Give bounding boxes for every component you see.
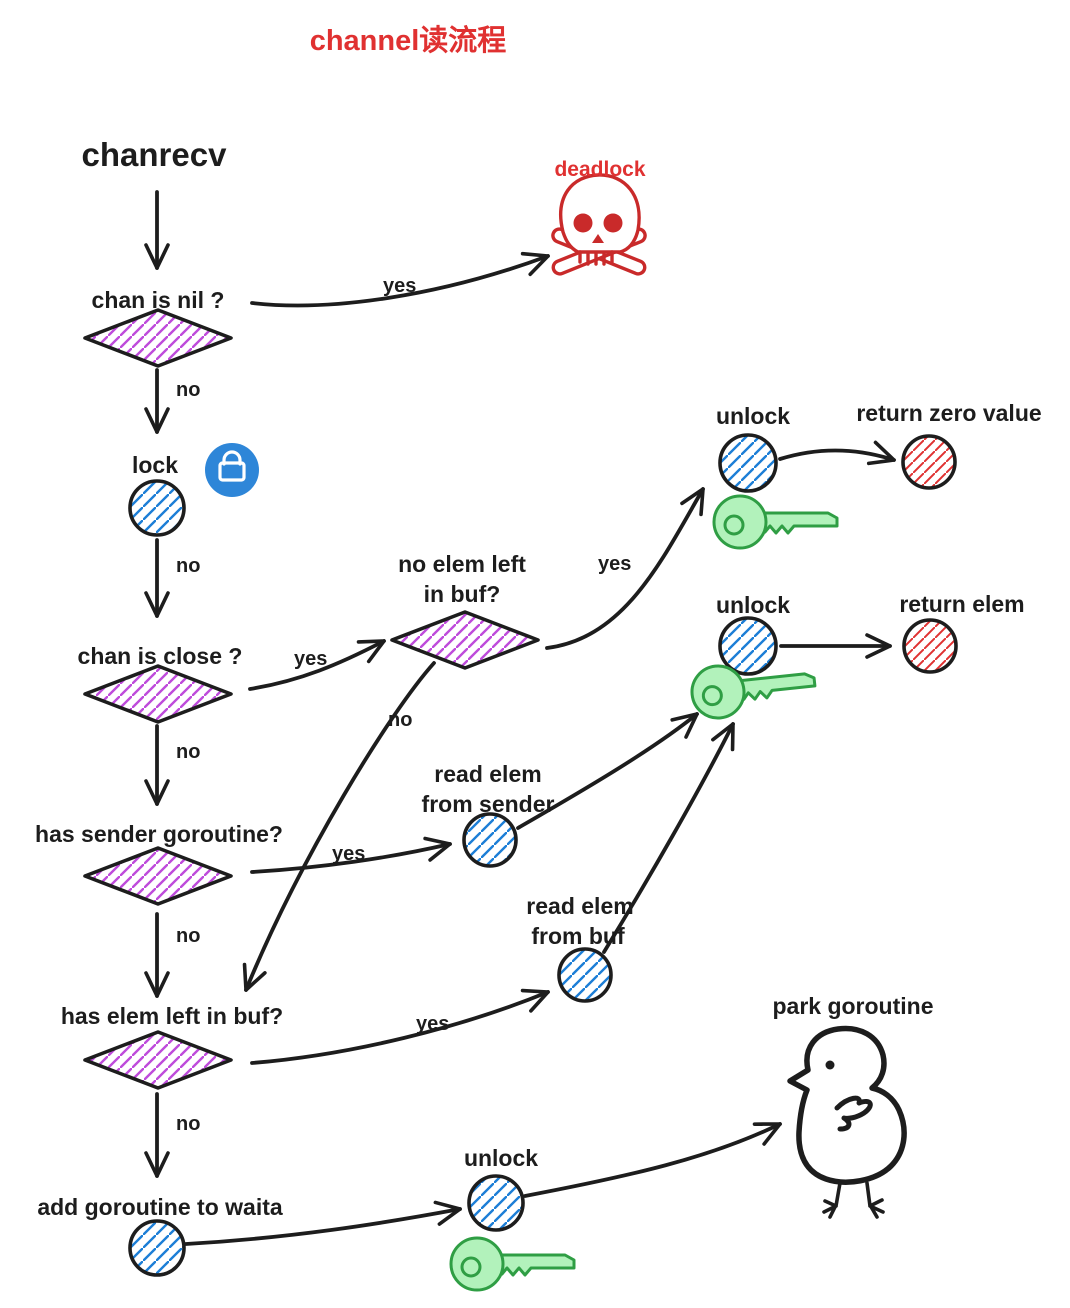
edge-read-sender-to-unlock-mid [516, 712, 699, 830]
edge-label-nil-no: no [176, 379, 200, 401]
label-add-goroutine-to-waitq: add goroutine to waita [37, 1194, 283, 1220]
label-deadlock: deadlock [554, 158, 645, 181]
edge-read-buf-to-unlock-mid [602, 722, 735, 954]
node-lock-circle [128, 479, 186, 537]
edge-noelem-no-to-haselem [242, 661, 436, 992]
label-has-elem-left-in-buf: has elem left in buf? [61, 1003, 283, 1029]
edge-label-sender-no: no [176, 925, 200, 947]
edge-unlock-bottom-to-park [523, 1122, 782, 1198]
label-has-sender-goroutine: has sender goroutine? [35, 821, 283, 847]
edge-label-haselem-yes: yes [416, 1013, 449, 1035]
edge-unlock-top-to-return-zero [778, 440, 896, 466]
label-unlock-bottom: unlock [464, 1145, 538, 1171]
edge-label-lock-no: no [176, 555, 200, 577]
label-lock: lock [132, 452, 178, 478]
edge-hassender-yes-to-read-sender [250, 836, 452, 874]
edge-label-close-no: no [176, 741, 200, 763]
edge-label-sender-yes: yes [332, 843, 365, 865]
padlock-icon [205, 443, 259, 497]
node-read-buf-circle [557, 947, 613, 1003]
edge-label-noelem-yes: yes [598, 553, 631, 575]
edge-noelem-yes-to-unlock-top [545, 487, 705, 650]
label-unlock-mid: unlock [716, 592, 790, 618]
label-park-goroutine: park goroutine [772, 993, 933, 1019]
edge-add-goroutine-to-unlock-bottom [184, 1200, 462, 1246]
node-add-goroutine-circle [128, 1219, 186, 1277]
decision-chan-is-close [83, 664, 233, 724]
node-return-elem-circle [902, 618, 958, 674]
decision-has-elem-left-in-buf [83, 1030, 233, 1090]
label-no-elem-left-2: in buf? [424, 581, 501, 607]
edge-label-haselem-no: no [176, 1113, 200, 1135]
label-no-elem-left-1: no elem left [398, 551, 526, 577]
edge-label-nil-yes: yes [383, 275, 416, 297]
decision-has-sender-goroutine [83, 846, 233, 906]
label-chanrecv: chanrecv [82, 136, 228, 173]
edge-haselem-yes-to-read-buf [250, 988, 550, 1065]
label-chan-is-close: chan is close ? [78, 643, 243, 669]
label-return-elem: return elem [899, 591, 1024, 617]
label-read-sender-2: from sender [422, 791, 555, 817]
page-title: channel读流程 [310, 24, 507, 57]
label-return-zero-value: return zero value [856, 400, 1041, 426]
node-unlock-top-circle [718, 433, 778, 493]
label-read-sender-1: read elem [434, 761, 541, 787]
chick-icon [787, 1025, 907, 1219]
edge-nil-yes-to-deadlock [250, 251, 550, 308]
node-unlock-mid-circle [718, 616, 778, 676]
skull-crossbones-icon [551, 173, 647, 276]
node-read-sender-circle [462, 812, 518, 868]
label-chan-is-nil: chan is nil ? [92, 287, 225, 313]
label-read-buf-1: read elem [526, 893, 633, 919]
label-read-buf-2: from buf [531, 923, 625, 949]
edge-label-close-yes: yes [294, 648, 327, 670]
decision-no-elem-left-in-buf [390, 610, 540, 670]
key-icon [712, 494, 839, 550]
node-unlock-bottom-circle [467, 1174, 525, 1232]
edge-label-noelem-no: no [388, 709, 412, 731]
node-return-zero-circle [901, 434, 957, 490]
key-icon [449, 1236, 576, 1292]
decision-chan-is-nil [83, 308, 233, 368]
edge-close-yes-to-noelem [248, 639, 386, 691]
label-unlock-top: unlock [716, 403, 790, 429]
